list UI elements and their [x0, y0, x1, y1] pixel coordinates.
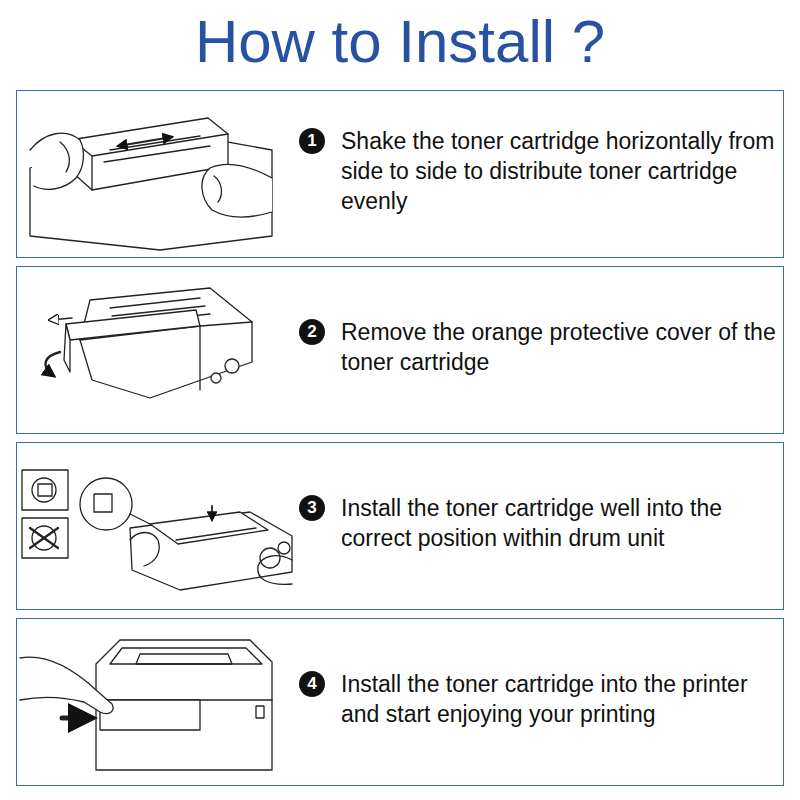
step-instruction: Remove the orange protective cover of th…: [341, 317, 781, 377]
step-number-circle: 4: [299, 671, 325, 697]
step-panel: Install the toner cartridge well into th…: [16, 442, 784, 610]
printer-illustration: [20, 640, 272, 770]
step-instruction: Shake the toner cartridge horizontally f…: [341, 126, 781, 216]
step-number-circle: 2: [299, 319, 325, 345]
drum-illustration: [22, 470, 292, 590]
cover-illustration: [45, 288, 252, 398]
step-number: 3: [299, 495, 325, 521]
step-number-circle: 3: [299, 495, 325, 521]
step-number: 4: [299, 671, 325, 697]
step-panel: Remove the orange protective cover of th…: [16, 266, 784, 434]
step-panel: Install the toner cartridge into the pri…: [16, 618, 784, 786]
step-instruction: Install the toner cartridge well into th…: [341, 493, 781, 553]
step-instruction: Install the toner cartridge into the pri…: [341, 669, 781, 729]
step-number: 2: [299, 319, 325, 345]
page-title: How to Install ?: [0, 2, 800, 82]
step-number-circle: 1: [299, 128, 325, 154]
step-number: 1: [299, 128, 325, 154]
shake-illustration: [30, 118, 272, 250]
step-panel: Shake the toner cartridge horizontally f…: [16, 90, 784, 258]
